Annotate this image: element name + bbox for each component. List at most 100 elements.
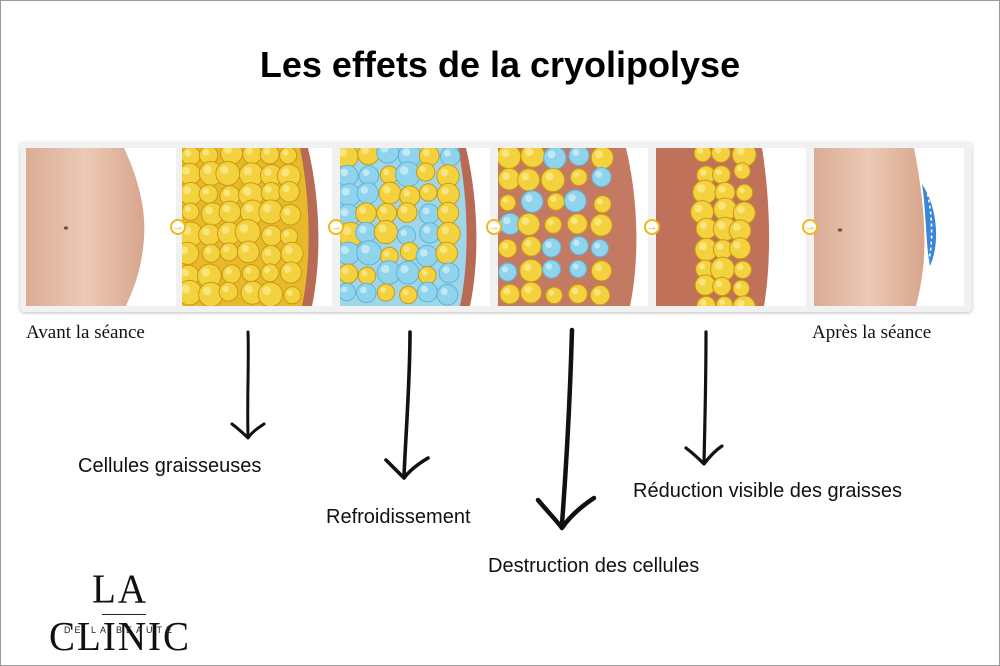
cell-highlight [361,148,369,155]
frozen-cell [569,236,589,256]
fat-cell [499,194,517,212]
logo-divider [102,614,146,615]
fat-cell [378,181,402,205]
fat-cell [416,162,436,182]
frozen-cell [356,182,379,205]
fat-cell [712,276,732,297]
cell-highlight [400,229,407,236]
cell-highlight [422,186,429,193]
cell-highlight [359,225,367,234]
cell-highlight [572,149,580,156]
panel-destruction [498,148,648,306]
fat-cell [280,241,304,266]
cell-highlight [502,172,510,180]
fat-cell [198,184,219,204]
fat-cell [279,148,298,165]
cell-highlight [184,149,192,157]
fat-cell [692,179,718,205]
cell-highlight [264,248,272,256]
fat-cell [278,181,300,203]
fat-cell [201,243,221,263]
cell-highlight [264,185,272,193]
fat-cell [540,167,566,193]
fat-cell [376,283,396,302]
cell-highlight [545,241,552,249]
cell-highlight [501,148,510,158]
cell-highlight [440,168,449,177]
cell-highlight [419,166,426,173]
cell-highlight [719,299,725,305]
cell-highlight [441,226,450,235]
cell-highlight [736,299,745,306]
fat-cell [340,263,359,284]
cell-highlight [283,230,290,237]
cell-highlight [265,229,273,237]
cell-highlight [595,150,603,159]
cell-highlight [402,289,409,296]
cell-highlight [715,169,722,176]
cell-highlight [423,226,431,234]
cell-highlight [222,285,229,293]
cell-highlight [403,189,411,197]
fat-cell [545,286,563,305]
fat-cell [499,283,521,305]
cell-highlight [503,217,511,225]
cell-highlight [423,149,430,157]
cell-highlight [202,286,212,296]
fat-cell [219,242,239,262]
cell-highlight [593,288,601,296]
arrow-right-circle-icon: → [802,219,818,235]
cell-highlight [201,268,210,277]
fat-cell [589,285,611,306]
fat-cell [735,183,754,202]
fat-cell [399,285,418,305]
cell-highlight [342,226,352,236]
cell-highlight [383,250,390,257]
cell-highlight [381,264,390,274]
frozen-cell [340,282,356,302]
step-label-destruction: Destruction des cellules [488,555,700,577]
cell-highlight [737,264,744,271]
cell-highlight [203,165,212,174]
fat-cell [198,223,221,247]
cell-highlight [282,149,289,156]
cell-highlight [341,187,350,196]
cell-highlight [570,217,578,225]
fat-cell [544,215,563,234]
fat-cell [236,240,260,264]
cell-highlight [698,278,706,286]
cell-highlight [442,266,450,274]
cell-highlight [594,242,601,249]
fat-cell [218,281,239,302]
cell-highlight [202,227,210,236]
cell-highlight [736,148,745,156]
fat-cell [589,213,613,237]
frozen-cell [356,282,377,304]
arrow-right-circle-icon: → [486,219,502,235]
cell-highlight [378,224,387,233]
fat-cell [520,236,542,257]
fat-cell [436,201,460,225]
logo-tagline: DE LA BEAUTÉ [63,625,177,635]
cell-highlight [262,204,272,213]
frozen-cell [355,221,377,244]
cell-highlight [284,246,293,254]
cell-highlight [264,168,272,176]
cell-highlight [223,246,230,253]
fat-cell [373,219,399,245]
frozen-cell [541,237,562,258]
cell-highlight [341,267,349,275]
cell-highlight [717,221,726,230]
cell-highlight [184,206,191,213]
cell-highlight [698,263,706,270]
cell-highlight [548,290,555,296]
frozen-cell [520,190,544,213]
cell-highlight [183,186,192,195]
cell-highlight [697,148,704,154]
cell-highlight [403,245,410,253]
cell-highlight [595,170,602,178]
fat-cell [519,258,543,283]
step-label-reduction: Réduction visible des graisses [633,480,903,502]
panel-fat-cells [182,148,332,306]
cell-highlight [360,186,369,194]
